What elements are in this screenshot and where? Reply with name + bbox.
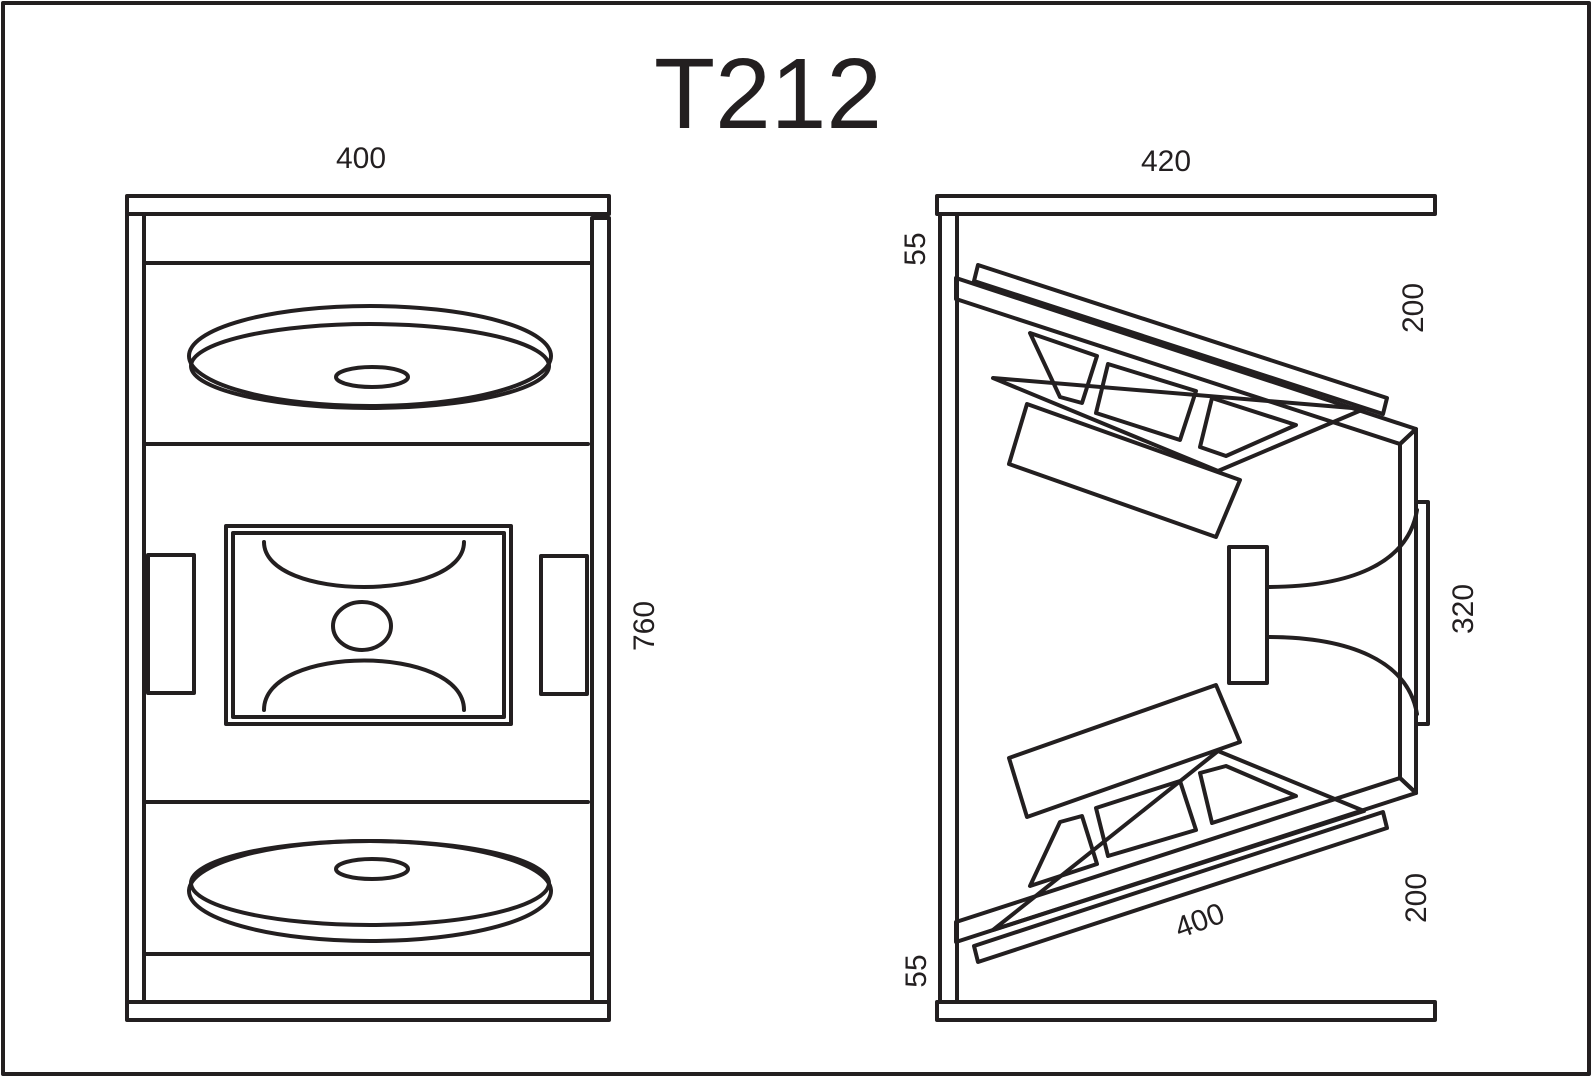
front-right-side-panel (590, 216, 611, 1004)
side-bottom-offset-dimension: 55 (900, 954, 933, 987)
side-lower-section-dimension: 200 (1400, 873, 1433, 923)
side-horn-mouth-dimension: 320 (1447, 584, 1480, 634)
horn-flare-lower (1265, 635, 1419, 716)
woofer-dust-cap (334, 365, 410, 389)
upper-woofer (187, 304, 553, 410)
side-top-panel (935, 194, 1437, 216)
side-front-baffle (1398, 427, 1418, 795)
right-bass-port (539, 554, 589, 696)
horn-flare-upper (1265, 508, 1419, 589)
front-top-panel (125, 194, 611, 216)
woofer-dust-cap (334, 857, 410, 881)
side-depth-dimension: 420 (1141, 145, 1191, 178)
side-bottom-panel (935, 1000, 1437, 1022)
horn-mouth-flange (1414, 500, 1430, 726)
front-width-dimension: 400 (336, 142, 386, 175)
left-bass-port (146, 553, 196, 695)
drawing-title: T212 (654, 38, 882, 150)
front-horn (224, 524, 513, 726)
upper-woofer-assembly (954, 263, 1418, 539)
front-bottom-panel (125, 1000, 611, 1022)
lower-woofer (187, 839, 553, 943)
compression-driver (1227, 545, 1269, 685)
side-panel-length-dimension: 400 (1171, 897, 1229, 945)
front-view: 400 760 (125, 142, 661, 1022)
side-view: 420 55 55 200 200 320 400 (899, 145, 1480, 1022)
front-height-dimension: 760 (628, 601, 661, 651)
horn-throat (331, 600, 393, 652)
side-back-panel (938, 212, 959, 1004)
front-left-side-panel (125, 212, 146, 1004)
side-top-offset-dimension: 55 (899, 232, 932, 265)
side-upper-section-dimension: 200 (1397, 283, 1430, 333)
